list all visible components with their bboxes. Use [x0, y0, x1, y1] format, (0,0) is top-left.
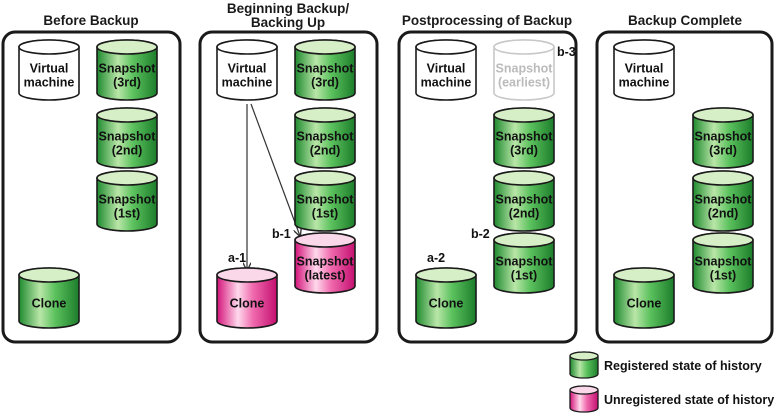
- panel2-snapshot-3-label-2: (3rd): [311, 76, 339, 90]
- panel1-snapshot-3: Snapshot(3rd): [96, 39, 158, 101]
- panel4-snapshot-3-label-1: Snapshot: [695, 130, 753, 144]
- tag-a2: a-2: [427, 251, 445, 265]
- panel2-virtual-machine-label-2: machine: [222, 76, 273, 90]
- panel1-snapshot-3-label-2: (3rd): [113, 76, 141, 90]
- panel3-snapshot-3-label-2: (3rd): [510, 144, 538, 158]
- panel-title-postprocessing: Postprocessing of Backup: [402, 13, 572, 28]
- legend-unregistered-label: Unregistered state of history: [604, 393, 774, 407]
- panel2-snapshot-latest-label-2: (latest): [305, 269, 346, 283]
- panel3-snapshot-earliest-label-2: (earliest): [498, 76, 550, 90]
- panel3-snapshot-1: Snapshot(1st): [493, 232, 555, 294]
- panel4-snapshot-1-label-2: (1st): [710, 269, 736, 283]
- panel1-snapshot-2-label-2: (2nd): [112, 144, 143, 158]
- panel1-clone: Clone: [18, 267, 80, 329]
- panel1-snapshot-3-label-1: Snapshot: [99, 62, 157, 76]
- tag-b2: b-2: [471, 227, 490, 241]
- panel3-virtual-machine-label-1: Virtual: [427, 62, 466, 76]
- panel1-clone-label-1: Clone: [32, 297, 67, 311]
- panel3-clone-label-1: Clone: [429, 297, 464, 311]
- panel4-virtual-machine-label-1: Virtual: [625, 62, 664, 76]
- panel4-snapshot-2: Snapshot(2nd): [692, 170, 754, 232]
- panel4-clone: Clone: [613, 267, 675, 329]
- panel3-snapshot-1-label-1: Snapshot: [496, 255, 554, 269]
- panel2-snapshot-2: Snapshot(2nd): [294, 107, 356, 169]
- panel4-snapshot-3: Snapshot(3rd): [692, 107, 754, 169]
- panel1-snapshot-1-label-2: (1st): [114, 207, 140, 221]
- panel2-virtual-machine-label-1: Virtual: [228, 62, 267, 76]
- panel-title-beginning-line2: Backing Up: [251, 15, 325, 30]
- panel4-snapshot-3-label-2: (3rd): [709, 144, 737, 158]
- panel1-snapshot-2: Snapshot(2nd): [96, 107, 158, 169]
- panel2-snapshot-3-label-1: Snapshot: [297, 62, 355, 76]
- tag-b3: b-3: [557, 45, 576, 59]
- arrow-b1: [250, 103, 300, 236]
- panel2-snapshot-latest: Snapshot(latest): [294, 232, 356, 294]
- panel2-snapshot-latest-label-1: Snapshot: [297, 255, 355, 269]
- panel2-snapshot-1-label-1: Snapshot: [297, 193, 355, 207]
- panel1-virtual-machine-label-2: machine: [24, 76, 75, 90]
- panel2-snapshot-2-label-1: Snapshot: [297, 130, 355, 144]
- panel1-virtual-machine-label-1: Virtual: [30, 62, 69, 76]
- panel3-snapshot-2-label-1: Snapshot: [496, 193, 554, 207]
- panel2-clone: Clone: [216, 267, 278, 329]
- panel3-snapshot-3-label-1: Snapshot: [496, 130, 554, 144]
- panel1-snapshot-2-label-1: Snapshot: [99, 130, 157, 144]
- panel1-snapshot-1-label-1: Snapshot: [99, 193, 157, 207]
- panel3-snapshot-earliest: Snapshot(earliest): [493, 39, 555, 101]
- panel3-snapshot-1-label-2: (1st): [511, 269, 537, 283]
- panel2-snapshot-1: Snapshot(1st): [294, 170, 356, 232]
- panel2-snapshot-3: Snapshot(3rd): [294, 39, 356, 101]
- panel4-snapshot-2-label-1: Snapshot: [695, 193, 753, 207]
- panel3-snapshot-2-label-2: (2nd): [509, 207, 540, 221]
- panel-title-beginning-line1: Beginning Backup/: [227, 1, 350, 16]
- panel3-snapshot-earliest-label-1: Snapshot: [496, 62, 554, 76]
- tag-b1: b-1: [272, 227, 291, 241]
- legend-registered-label: Registered state of history: [604, 359, 762, 373]
- legend-unregistered-icon: [569, 385, 599, 413]
- panel2-snapshot-2-label-2: (2nd): [310, 144, 341, 158]
- legend-registered-icon: [569, 351, 599, 379]
- panel-title-complete: Backup Complete: [628, 13, 743, 28]
- panel4-snapshot-2-label-2: (2nd): [708, 207, 739, 221]
- legend: Registered state of history Unregistered…: [569, 351, 774, 413]
- panel4-clone-label-1: Clone: [627, 297, 662, 311]
- panel4-snapshot-1-label-1: Snapshot: [695, 255, 753, 269]
- tag-a1: a-1: [228, 251, 246, 265]
- panel2-clone-label-1: Clone: [230, 297, 265, 311]
- panel3-snapshot-2: Snapshot(2nd): [493, 170, 555, 232]
- panel-title-before: Before Backup: [43, 13, 138, 28]
- panel4-snapshot-1: Snapshot(1st): [692, 232, 754, 294]
- panel3-clone: Clone: [415, 267, 477, 329]
- panel1-snapshot-1: Snapshot(1st): [96, 170, 158, 232]
- panel2-snapshot-1-label-2: (1st): [312, 207, 338, 221]
- panel4-virtual-machine-label-2: machine: [619, 76, 670, 90]
- panel3-virtual-machine-label-2: machine: [421, 76, 472, 90]
- panel3-snapshot-3: Snapshot(3rd): [493, 107, 555, 169]
